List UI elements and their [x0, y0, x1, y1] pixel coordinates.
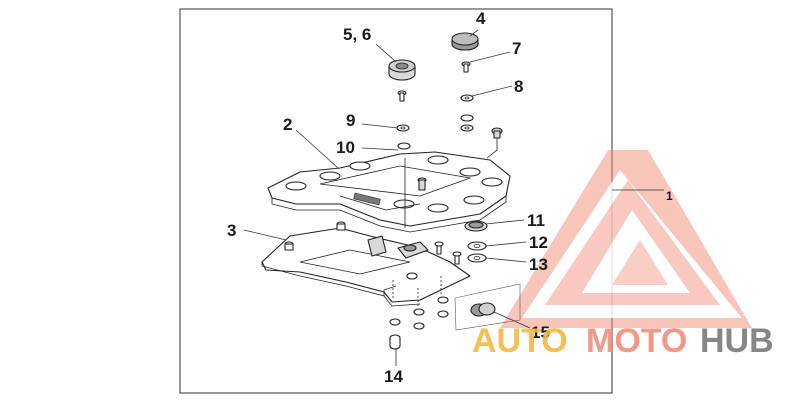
part-11-13-hardware: [464, 220, 488, 263]
part-7-screw: [461, 61, 471, 73]
watermark-logo: [500, 150, 752, 328]
watermark-text: AUTO MOTO HUB: [472, 322, 774, 360]
part-2-rack-plate: [267, 151, 511, 233]
screw-under-knob: [397, 90, 407, 102]
watermark-auto: AUTO: [472, 322, 568, 360]
callout-14: 14: [384, 367, 403, 386]
watermark-moto: MOTO: [586, 322, 687, 360]
callout-13: 13: [529, 255, 548, 274]
callout-11: 11: [527, 211, 545, 230]
callout-15: 15: [531, 323, 550, 342]
watermark-hub: HUB: [700, 322, 774, 360]
callout-2: 2: [283, 115, 292, 134]
leader-lines: [243, 29, 664, 366]
callout-9: 9: [346, 111, 355, 130]
part-5-6-knob: [388, 59, 416, 81]
callout-1: 1: [666, 189, 673, 203]
small-bolt-right: [486, 127, 503, 159]
callout-12: 12: [529, 233, 548, 252]
part-15-plug: [454, 283, 521, 331]
callouts: 4 5, 6 7 8 2 9 10 3 11 12 13 14 15 1: [227, 9, 673, 386]
part-8-washers: [460, 94, 474, 132]
callout-7: 7: [512, 39, 521, 58]
callout-8: 8: [514, 77, 523, 96]
part-3-base-plate: [261, 221, 471, 307]
part-4-cap: [451, 32, 479, 51]
callout-3: 3: [227, 221, 236, 240]
callout-4: 4: [476, 9, 486, 28]
callout-10: 10: [336, 138, 355, 157]
part-14-bolts: [389, 276, 449, 350]
callout-5-6: 5, 6: [343, 25, 371, 44]
